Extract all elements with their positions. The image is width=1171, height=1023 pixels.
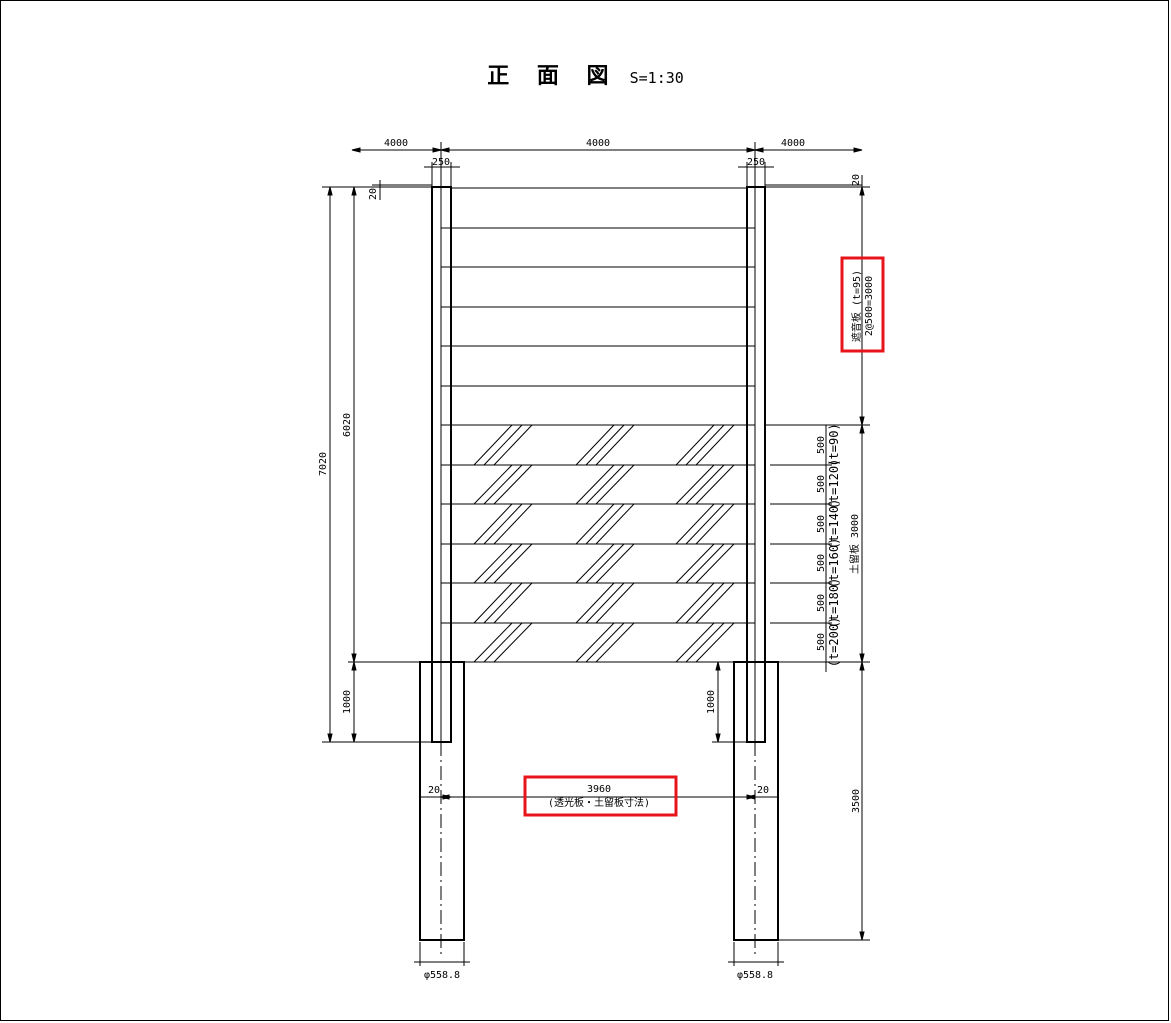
right-dimensions <box>712 175 870 941</box>
retaining-row-thickness: (t=90) <box>827 423 841 466</box>
title-main: 正 面 図 <box>487 64 619 89</box>
dim-embed-left: 1000 <box>342 690 353 714</box>
dim-top-right: 4000 <box>781 138 805 149</box>
left-dimensions <box>322 180 432 743</box>
retaining-row-spacing: 500 <box>816 594 827 612</box>
retaining-panels <box>420 464 777 663</box>
retaining-row-thickness: (t=160) <box>827 538 841 589</box>
sound-panels <box>441 187 755 426</box>
dim-height-total: 7020 <box>318 452 329 476</box>
retaining-row-spacing: 500 <box>816 515 827 533</box>
retaining-row-thickness: (t=140) <box>827 499 841 550</box>
dim-top-left: 4000 <box>384 138 408 149</box>
retaining-row-spacing: 500 <box>816 475 827 493</box>
dim-panel-gap-left: 20 <box>428 785 440 796</box>
dim-post-width-right: 250 <box>747 157 765 168</box>
label-sound-panel-spacing: 2@500=3000 <box>864 276 875 336</box>
bottom-dimensions <box>414 942 784 966</box>
retaining-row-spacing: 500 <box>816 436 827 454</box>
retaining-row-thickness: (t=200) <box>827 617 841 668</box>
label-sound-panel: 遮音板 (t=95) <box>850 270 863 342</box>
retaining-hatching <box>473 424 735 663</box>
retaining-row-spacing: 500 <box>816 554 827 572</box>
dim-top-gap-right: 20 <box>851 174 862 186</box>
dim-panel-width: 3960 <box>587 784 611 795</box>
left-foundation <box>419 661 465 955</box>
dim-dia-left: φ558.8 <box>424 970 460 981</box>
retaining-row-spacing: 500 <box>816 633 827 651</box>
highlight-sound-panel <box>840 256 885 353</box>
right-foundation <box>733 661 779 955</box>
title-scale: S=1:30 <box>629 69 684 87</box>
dim-dia-right: φ558.8 <box>737 970 773 981</box>
drawing-title: 正 面 図 S=1:30 <box>0 58 1171 90</box>
dim-height-above: 6020 <box>342 413 353 437</box>
dim-top-gap-left: 20 <box>368 188 379 200</box>
retaining-row-thickness: (t=120) <box>827 459 841 510</box>
label-retaining-panel: 土留板 3000 <box>848 514 861 574</box>
dim-panel-width-note: (透光板・土留板寸法) <box>548 796 650 809</box>
retaining-row-thickness: (t=180) <box>827 578 841 629</box>
dim-embed-right: 1000 <box>706 690 717 714</box>
dim-panel-gap-right: 20 <box>757 785 769 796</box>
panel-width-dimension <box>420 794 778 800</box>
retaining-row-labels: 500 (t=90) 500 (t=120) 500 (t=140) 500 (… <box>816 423 841 667</box>
dim-foundation-depth: 3500 <box>851 789 862 813</box>
dim-post-width-left: 250 <box>432 157 450 168</box>
highlight-panel-width <box>523 775 678 817</box>
top-dimension <box>351 142 863 190</box>
dim-top-mid: 4000 <box>586 138 610 149</box>
